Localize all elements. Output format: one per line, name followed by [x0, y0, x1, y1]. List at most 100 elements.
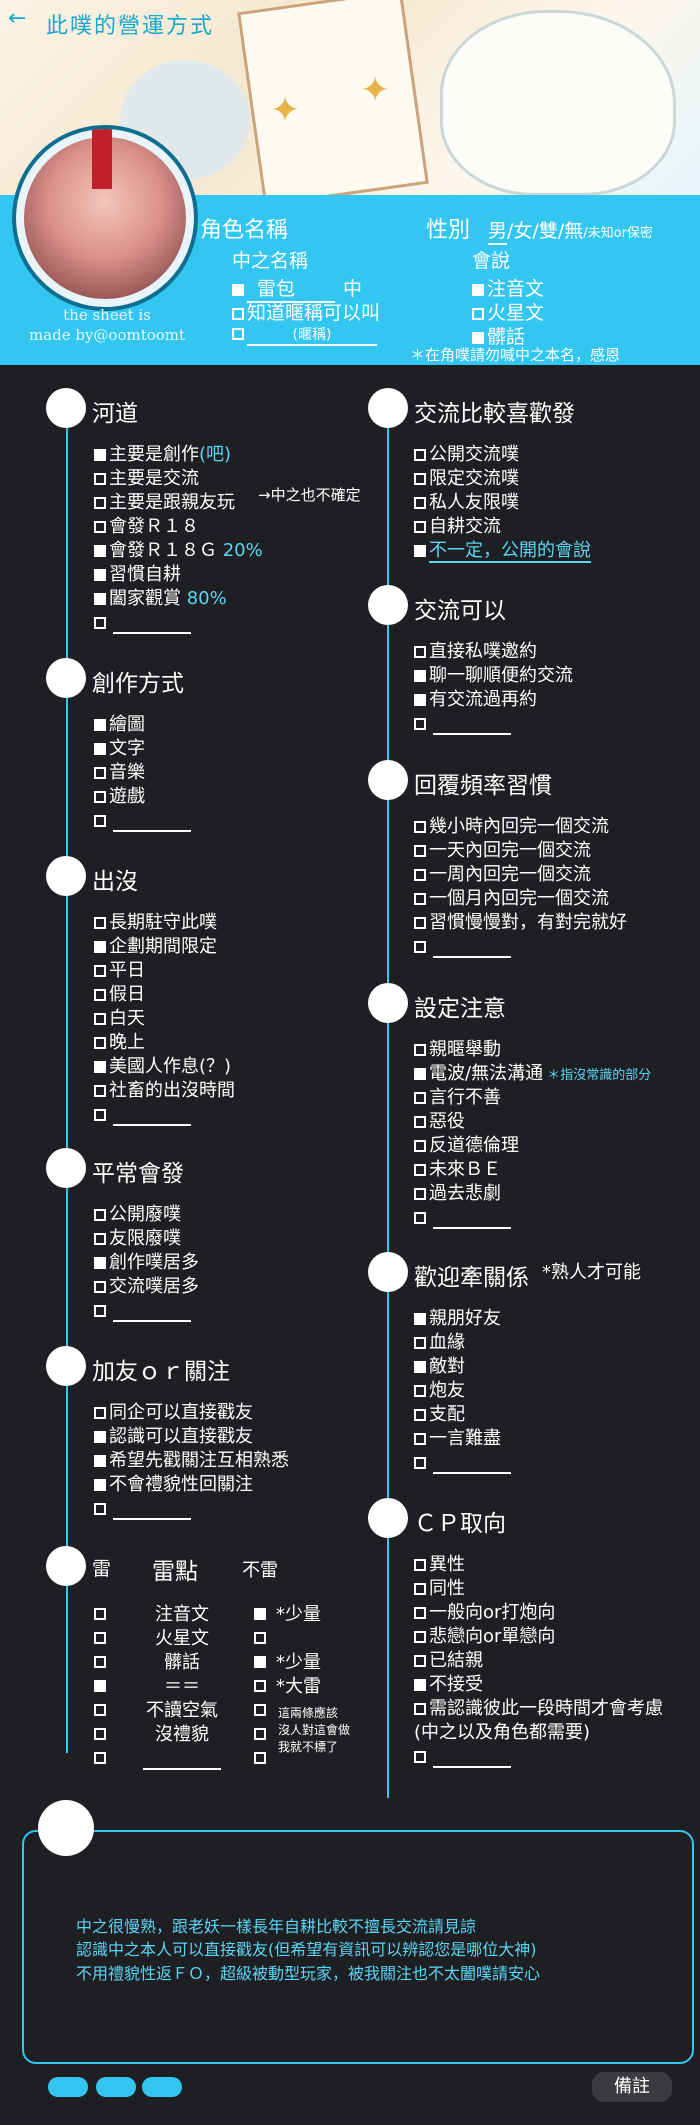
checklist-item[interactable]: (中之以及角色都需要) [414, 1722, 591, 1743]
checkbox[interactable] [94, 1608, 106, 1620]
checklist-item[interactable]: 會發Ｒ１８Ｇ 20% [94, 540, 263, 562]
checklist-item[interactable]: 自耕交流 [414, 516, 501, 538]
checkbox[interactable] [414, 1559, 426, 1571]
checklist-item[interactable]: 過去悲劇 [414, 1183, 501, 1205]
checklist-item[interactable]: 聊一聊順便約交流 [414, 665, 573, 687]
checklist-item[interactable]: 平日 [94, 960, 145, 982]
checkbox[interactable] [94, 1233, 106, 1245]
checkbox[interactable] [94, 449, 106, 461]
checklist-item[interactable]: 親暱舉動 [414, 1039, 501, 1061]
checklist-item[interactable] [414, 1207, 511, 1229]
checklist-item[interactable] [94, 1498, 191, 1520]
checkbox[interactable] [254, 1728, 266, 1740]
checkbox[interactable] [94, 1281, 106, 1293]
checklist-item[interactable]: 白天 [94, 1008, 145, 1030]
checklist-item[interactable]: 幾小時內回完一個交流 [414, 816, 609, 838]
checkbox[interactable] [414, 1164, 426, 1176]
checkbox[interactable] [94, 1257, 106, 1269]
checkbox[interactable] [94, 989, 106, 1001]
checklist-item[interactable]: 遊戲 [94, 786, 145, 808]
checklist-item[interactable]: 悲戀向or單戀向 [414, 1626, 555, 1648]
checkbox[interactable] [254, 1680, 266, 1692]
checklist-item[interactable] [414, 1746, 511, 1768]
checkbox[interactable] [94, 719, 106, 731]
checkbox[interactable] [414, 821, 426, 833]
checkbox[interactable] [94, 1013, 106, 1025]
checkbox[interactable] [254, 1632, 266, 1644]
checkbox[interactable] [254, 1608, 266, 1620]
checkbox[interactable] [414, 1092, 426, 1104]
checkbox[interactable] [94, 1704, 106, 1716]
checklist-item[interactable]: 不一定，公開的會說 [414, 540, 591, 563]
checkbox[interactable] [94, 1680, 106, 1692]
checkbox[interactable] [414, 1457, 426, 1469]
checklist-item[interactable]: 一個月內回完一個交流 [414, 888, 609, 910]
checkbox[interactable] [254, 1704, 266, 1716]
checklist-item[interactable]: 友限廢噗 [94, 1228, 181, 1250]
checkbox[interactable] [414, 1361, 426, 1373]
checkbox[interactable] [94, 743, 106, 755]
checkbox[interactable] [414, 1679, 426, 1691]
checkbox[interactable] [414, 1212, 426, 1224]
checkbox[interactable] [414, 1583, 426, 1595]
checkbox[interactable] [94, 1085, 106, 1097]
checkbox[interactable] [94, 497, 106, 509]
checklist-item[interactable]: 親朋好友 [414, 1308, 501, 1330]
checkbox[interactable] [414, 1140, 426, 1152]
checklist-item[interactable]: 晚上 [94, 1032, 145, 1054]
checkbox[interactable] [94, 1109, 106, 1121]
checkbox[interactable] [414, 718, 426, 730]
checklist-item[interactable]: 需認識彼此一段時間才會考慮 [414, 1698, 663, 1720]
checklist-item[interactable]: 血緣 [414, 1332, 465, 1354]
checklist-item[interactable]: 直接私噗邀約 [414, 641, 537, 663]
checklist-item[interactable]: 公開廢噗 [94, 1204, 181, 1226]
checkbox[interactable] [414, 670, 426, 682]
checkbox[interactable] [94, 1061, 106, 1073]
checklist-item[interactable]: 一周內回完一個交流 [414, 864, 591, 886]
back-arrow-icon[interactable]: ← [8, 6, 27, 31]
dot-indicator[interactable] [48, 2077, 88, 2097]
checkbox[interactable] [94, 1209, 106, 1221]
checkbox[interactable] [94, 1656, 106, 1668]
checklist-item[interactable]: 電波/無法溝通 ＊指沒常識的部分 [414, 1063, 651, 1087]
checklist-item[interactable]: 一言難盡 [414, 1428, 501, 1450]
checkbox[interactable] [94, 965, 106, 977]
checklist-item[interactable]: 習慣自耕 [94, 564, 181, 586]
checklist-item[interactable]: 支配 [414, 1404, 465, 1426]
checklist-item[interactable]: 希望先戳關注互相熟悉 [94, 1450, 289, 1472]
checklist-item[interactable]: 闔家觀賞 80% [94, 588, 227, 610]
checklist-item[interactable]: 習慣慢慢對，有對完就好 [414, 912, 627, 934]
checkbox[interactable] [94, 1407, 106, 1419]
checkbox[interactable] [94, 1305, 106, 1317]
checkbox[interactable] [94, 1503, 106, 1515]
checkbox[interactable] [414, 941, 426, 953]
checkbox[interactable] [414, 497, 426, 509]
checkbox[interactable] [254, 1656, 266, 1668]
checkbox[interactable] [94, 569, 106, 581]
checkbox[interactable] [414, 893, 426, 905]
checklist-item[interactable]: 長期駐守此噗 [94, 912, 217, 934]
checkbox[interactable] [414, 449, 426, 461]
memo-button[interactable]: 備註 [592, 2072, 672, 2102]
checklist-item[interactable]: 文字 [94, 738, 145, 760]
checklist-item[interactable]: 限定交流噗 [414, 468, 519, 490]
checklist-item[interactable]: 交流噗居多 [94, 1276, 199, 1298]
checkbox[interactable] [94, 473, 106, 485]
checkbox[interactable] [414, 1337, 426, 1349]
checkbox[interactable] [414, 1188, 426, 1200]
checklist-item[interactable] [414, 1452, 511, 1474]
checklist-item[interactable]: 異性 [414, 1554, 465, 1576]
checkbox[interactable] [414, 545, 426, 557]
checklist-item[interactable] [414, 713, 511, 735]
checkbox[interactable] [254, 1752, 266, 1764]
checklist-item[interactable]: 主要是跟親友玩 [94, 492, 235, 514]
checklist-item[interactable]: 惡役 [414, 1111, 465, 1133]
checkbox[interactable] [94, 1037, 106, 1049]
checklist-item[interactable]: 同企可以直接戳友 [94, 1402, 253, 1424]
checklist-item[interactable]: 有交流過再約 [414, 689, 537, 711]
checkbox[interactable] [414, 1751, 426, 1763]
checklist-item[interactable] [94, 612, 191, 634]
checkbox[interactable] [94, 1728, 106, 1740]
checkbox[interactable] [414, 917, 426, 929]
checklist-item[interactable]: 已結親 [414, 1650, 483, 1672]
